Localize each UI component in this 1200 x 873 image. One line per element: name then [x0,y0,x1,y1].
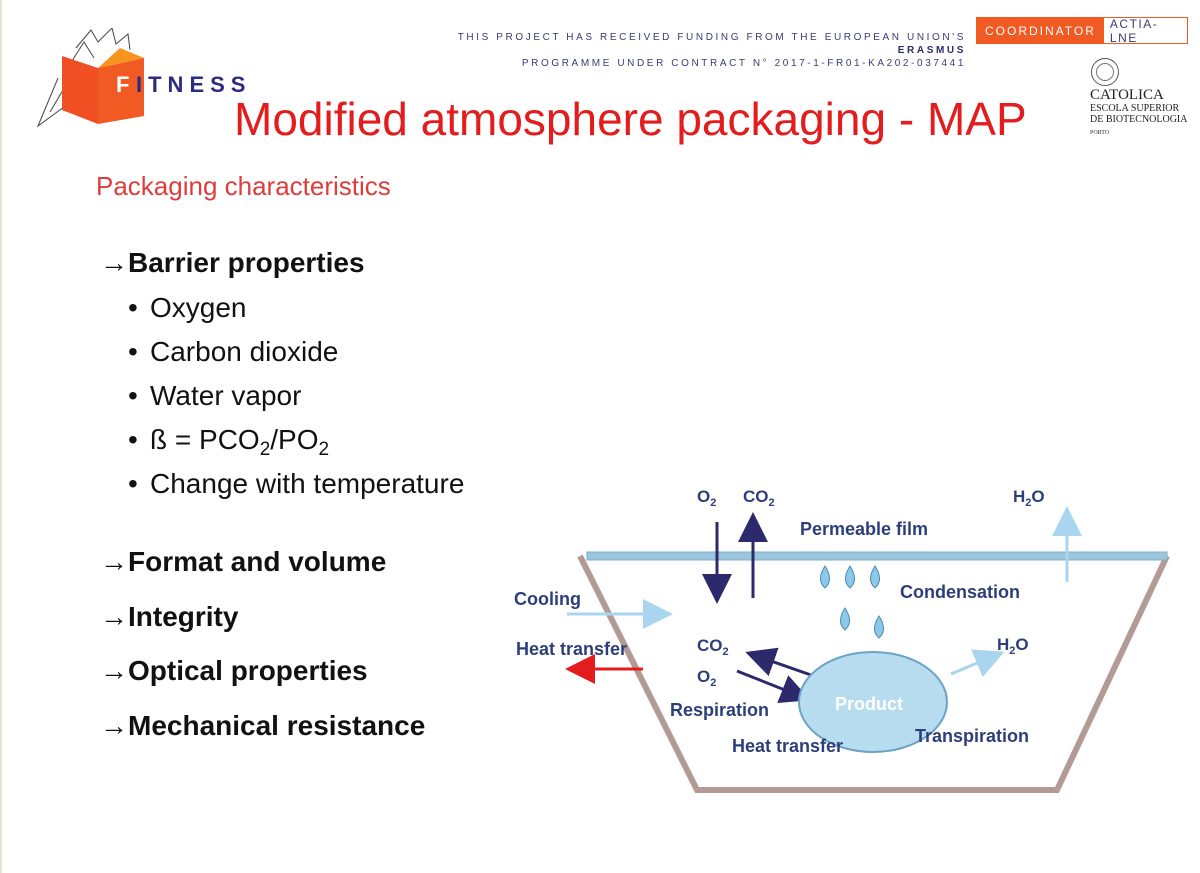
transpiration-label: Transpiration [915,726,1029,746]
coordinator-label: COORDINATOR [977,18,1104,43]
list-item: ß = PCO2/PO2 [128,422,464,466]
condensation-droplets-icon [820,565,884,639]
coordinator-value: ACTIA-LNE [1109,16,1159,45]
optical-heading: →Optical properties [100,655,368,686]
transpiration-arrow [950,649,1005,678]
list-item: Carbon dioxide [128,334,464,378]
condensation-label: Condensation [900,582,1020,602]
funding-line-2: PROGRAMME UNDER CONTRACT N° 2017-1-FR01-… [521,58,966,69]
product-label: Product [835,694,903,714]
logo-initial: F [116,72,130,97]
funding-notice: THIS PROJECT HAS RECEIVED FUNDING FROM T… [440,31,966,70]
university-seal-icon [1091,58,1119,86]
o2-top-label: O2 [697,487,716,509]
respiration-label: Respiration [670,700,769,720]
institution-name: CATOLICA [1090,87,1164,103]
catolica-logo: CATOLICA ESCOLA SUPERIOR DE BIOTECNOLOGI… [1090,58,1190,136]
list-item: Water vapor [128,378,464,422]
institution-sub-1: ESCOLA SUPERIOR [1090,103,1180,114]
slide-title: Modified atmosphere packaging - MAP [234,93,1027,145]
funding-brand: ERASMUS [897,45,966,56]
permeable-film [586,551,1168,561]
h2o-top-label: H2O [1013,487,1045,509]
institution-city: PORTO [1090,130,1110,136]
cooling-label: Cooling [514,589,581,609]
o2-uptake-arrow [736,669,811,704]
list-item: Change with temperature [128,466,464,510]
co2-top-label: CO2 [743,487,775,509]
logo-wordmark: ITNESS [136,72,252,97]
permeable-film-label: Permeable film [800,519,928,539]
barrier-list: Oxygen Carbon dioxide Water vapor ß = PC… [128,290,464,510]
list-item: Oxygen [128,290,464,334]
institution-sub-2: DE BIOTECNOLOGIA [1090,114,1188,125]
mechanical-heading: →Mechanical resistance [100,710,426,741]
funding-line-1: THIS PROJECT HAS RECEIVED FUNDING FROM T… [457,32,966,43]
barrier-heading: →Barrier properties [100,247,365,278]
format-heading: →Format and volume [100,546,387,577]
heat-transfer-left-label: Heat transfer [516,639,627,659]
co2-release-arrow [745,647,812,677]
map-diagram: O2 CO2 H2O Permeable film Condensation C… [514,487,1170,793]
h2o-inner-label: H2O [997,635,1029,657]
left-border [0,0,2,873]
slide-subtitle: Packaging characteristics [96,171,391,201]
co2-inner-label: CO2 [697,636,729,658]
tray-outline [577,554,1170,793]
fitness-logo [36,28,144,128]
coordinator-badge: COORDINATOR ACTIA-LNE [976,16,1188,45]
heat-transfer-bottom-label: Heat transfer [732,736,843,756]
integrity-heading: →Integrity [100,601,239,632]
o2-inner-label: O2 [697,667,716,689]
product-shape [798,651,948,753]
